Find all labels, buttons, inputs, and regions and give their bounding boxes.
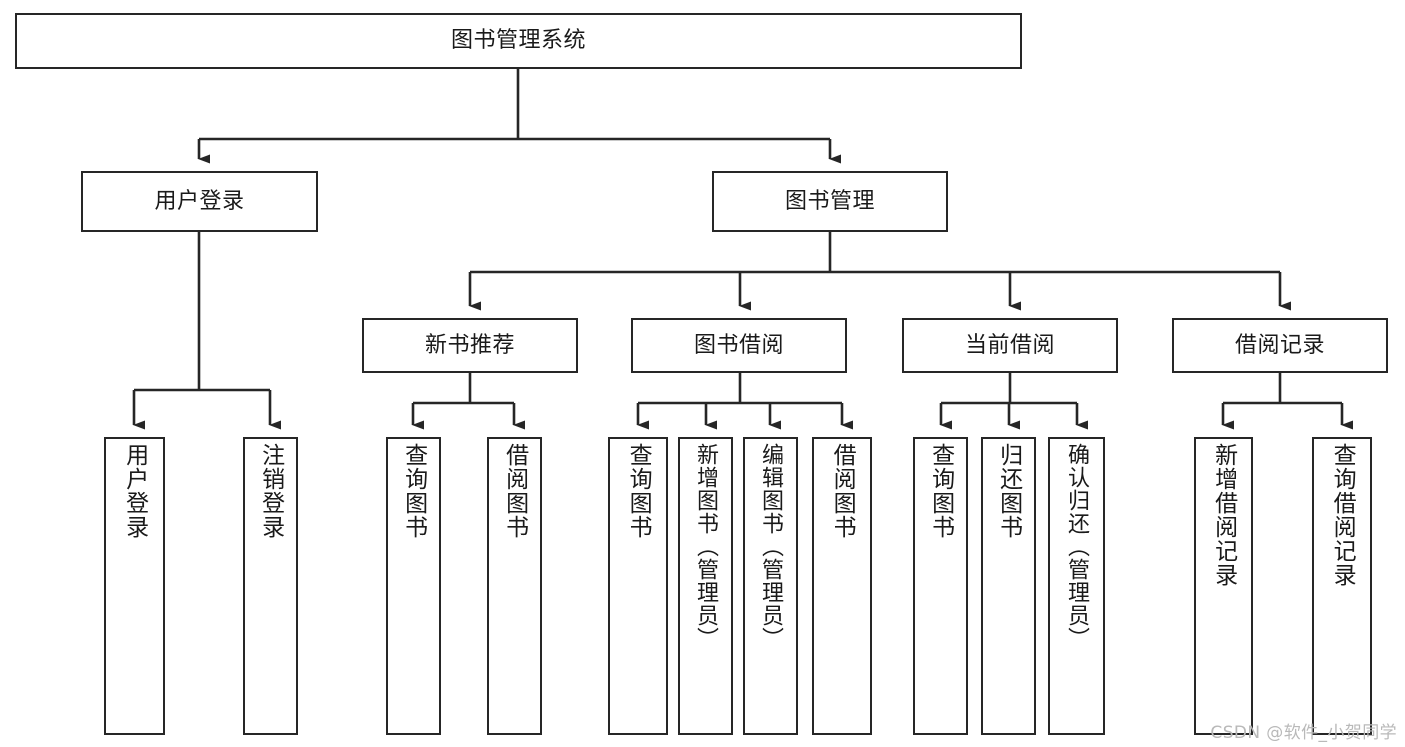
node-level2-new-book-recommend-label: 新书推荐 [424, 332, 515, 358]
node-level1-book-management[interactable]: 图书管理 [712, 171, 948, 232]
leaf-node[interactable]: 编辑图书（管理员） [743, 437, 798, 735]
node-level1-user-login[interactable]: 用户登录 [81, 171, 318, 232]
leaf-node[interactable]: 借阅图书 [487, 437, 542, 735]
node-level2-current-borrow[interactable]: 当前借阅 [902, 318, 1118, 373]
leaf-node[interactable]: 注销登录 [243, 437, 298, 735]
node-level2-new-book-recommend[interactable]: 新书推荐 [362, 318, 578, 373]
node-level2-book-borrow[interactable]: 图书借阅 [631, 318, 847, 373]
leaf-node-label: 查询图书 [400, 443, 427, 539]
node-level2-book-borrow-label: 图书借阅 [693, 332, 784, 358]
leaf-node[interactable]: 新增借阅记录 [1194, 437, 1253, 735]
leaf-node[interactable]: 确认归还（管理员） [1048, 437, 1105, 735]
leaf-node-label: 借阅图书 [829, 443, 856, 539]
leaf-node[interactable]: 归还图书 [981, 437, 1036, 735]
leaf-node[interactable]: 用户登录 [104, 437, 165, 735]
leaf-node-label: 新增图书（管理员） [693, 443, 719, 650]
leaf-node-label: 用户登录 [121, 443, 148, 539]
leaf-node[interactable]: 查询图书 [913, 437, 968, 735]
leaf-node[interactable]: 新增图书（管理员） [678, 437, 733, 735]
leaf-node-label: 借阅图书 [501, 443, 528, 539]
node-root[interactable]: 图书管理系统 [15, 13, 1022, 69]
leaf-node-label: 编辑图书（管理员） [758, 443, 784, 650]
node-level2-current-borrow-label: 当前借阅 [964, 332, 1055, 358]
leaf-node-label: 新增借阅记录 [1210, 443, 1237, 587]
leaf-node[interactable]: 借阅图书 [812, 437, 872, 735]
leaf-node[interactable]: 查询图书 [386, 437, 441, 735]
node-level2-borrow-record-label: 借阅记录 [1234, 332, 1325, 358]
leaf-node[interactable]: 查询借阅记录 [1312, 437, 1372, 735]
leaf-node-label: 查询借阅记录 [1329, 443, 1356, 587]
leaf-node-label: 注销登录 [257, 443, 284, 539]
node-root-label: 图书管理系统 [450, 28, 586, 54]
leaf-node-label: 归还图书 [995, 443, 1022, 539]
leaf-node-label: 查询图书 [625, 443, 652, 539]
node-level1-user-login-label: 用户登录 [154, 188, 245, 214]
csdn-watermark: CSDN @软件_小贺同学 [1210, 723, 1397, 743]
leaf-node[interactable]: 查询图书 [608, 437, 668, 735]
node-level1-book-management-label: 图书管理 [784, 188, 875, 214]
leaf-node-label: 查询图书 [927, 443, 954, 539]
node-level2-borrow-record[interactable]: 借阅记录 [1172, 318, 1388, 373]
leaf-node-label: 确认归还（管理员） [1064, 443, 1090, 650]
